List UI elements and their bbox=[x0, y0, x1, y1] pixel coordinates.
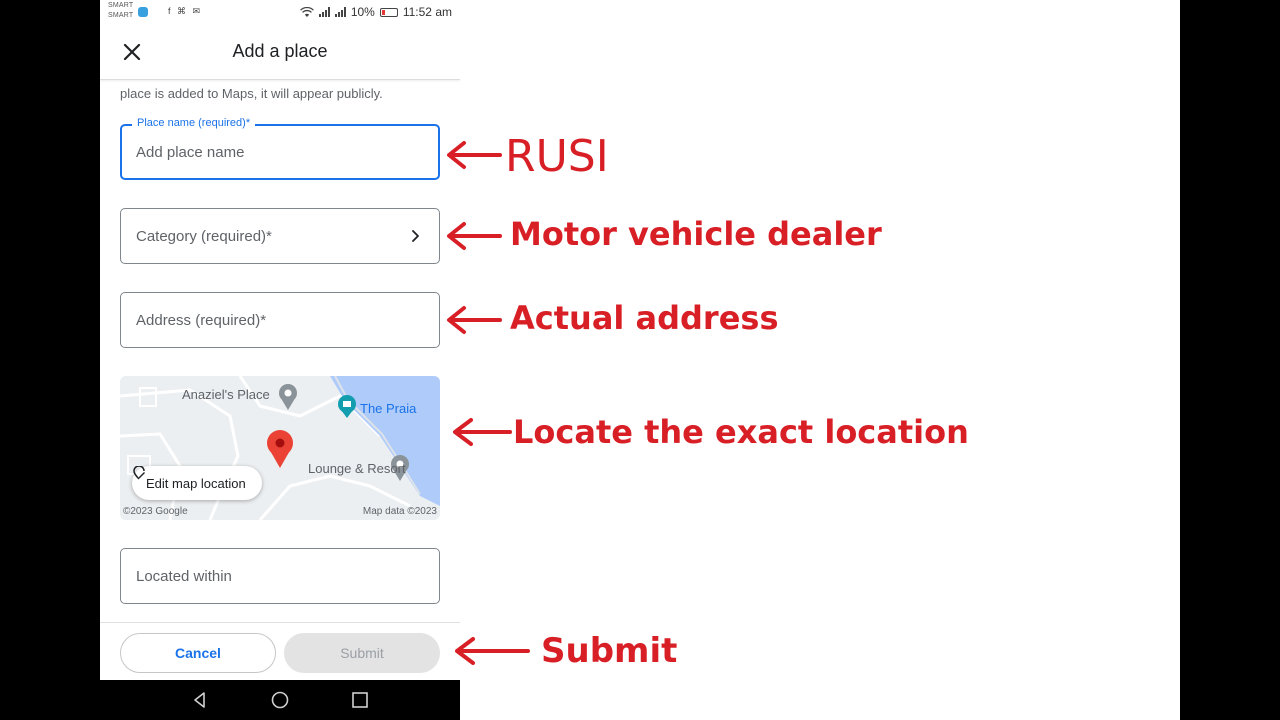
annotation-canvas bbox=[460, 0, 1180, 720]
annotation-label: RUSI bbox=[505, 131, 609, 182]
app-bar: Add a place bbox=[100, 24, 460, 80]
category-placeholder: Category (required)* bbox=[136, 228, 272, 245]
map-data-copyright: Map data ©2023 bbox=[362, 506, 437, 517]
located-within-field[interactable]: Located within bbox=[120, 548, 440, 604]
intro-text: place is added to Maps, it will appear p… bbox=[120, 86, 383, 101]
battery-icon bbox=[379, 7, 398, 17]
map-copyright: ©2023 Google bbox=[123, 506, 188, 517]
place-name-placeholder: Add place name bbox=[136, 144, 245, 161]
battery-percent: 10% bbox=[350, 5, 375, 19]
phone-screen: SMART SMART f ⌘ ✉ 10% 11:52 am bbox=[100, 0, 460, 720]
system-nav-bar bbox=[100, 680, 460, 720]
submit-button[interactable]: Submit bbox=[284, 633, 440, 673]
close-icon[interactable] bbox=[120, 40, 144, 64]
address-field[interactable]: Address (required)* bbox=[120, 292, 440, 348]
edit-location-icon bbox=[133, 466, 145, 480]
place-name-label: Place name (required)* bbox=[132, 117, 256, 129]
action-bar: Cancel Submit bbox=[100, 622, 460, 680]
category-field[interactable]: Category (required)* bbox=[120, 208, 440, 264]
place-name-field[interactable]: Place name (required)* Add place name bbox=[120, 117, 440, 180]
annotation-label: Actual address bbox=[510, 299, 779, 337]
carrier-labels: SMART SMART bbox=[108, 1, 133, 21]
annotation-arrow bbox=[447, 141, 502, 169]
signal-icon bbox=[318, 7, 330, 17]
map-poi-label: The Praia bbox=[360, 401, 417, 416]
located-within-placeholder: Located within bbox=[136, 568, 232, 585]
app-notification-icon bbox=[138, 7, 148, 17]
annotation-label: Motor vehicle dealer bbox=[510, 215, 882, 253]
annotation-arrow bbox=[447, 306, 502, 334]
annotation-arrow bbox=[453, 418, 512, 446]
notification-icons: f ⌘ ✉ bbox=[168, 6, 203, 16]
annotation-label: Submit bbox=[541, 631, 678, 671]
back-icon[interactable] bbox=[190, 690, 210, 710]
clock: 11:52 am bbox=[402, 5, 452, 19]
map-poi-label: Lounge & Resort bbox=[308, 461, 406, 476]
cancel-button[interactable]: Cancel bbox=[120, 633, 276, 673]
map-preview[interactable]: Anaziel's Place The Praia Lounge & Resor… bbox=[120, 376, 440, 520]
wifi-icon bbox=[299, 6, 314, 17]
home-icon[interactable] bbox=[270, 690, 290, 710]
signal-icon bbox=[334, 7, 346, 17]
page-title: Add a place bbox=[232, 41, 328, 61]
map-poi-label: Anaziel's Place bbox=[182, 387, 270, 402]
carrier-label: SMART bbox=[108, 2, 134, 9]
annotation-label: Locate the exact location bbox=[513, 413, 969, 451]
address-placeholder: Address (required)* bbox=[136, 312, 267, 329]
recents-icon[interactable] bbox=[350, 690, 370, 710]
map-canvas bbox=[120, 376, 440, 520]
chevron-right-icon bbox=[412, 230, 419, 242]
annotation-arrow bbox=[455, 637, 530, 665]
carrier-label: SMART bbox=[108, 12, 134, 19]
system-indicators: 10% 11:52 am bbox=[299, 5, 452, 19]
status-bar: SMART SMART f ⌘ ✉ 10% 11:52 am bbox=[100, 0, 460, 24]
edit-map-location-label: Edit map location bbox=[146, 475, 246, 491]
annotation-arrow bbox=[447, 222, 502, 250]
edit-map-location-button[interactable]: Edit map location bbox=[132, 466, 262, 500]
